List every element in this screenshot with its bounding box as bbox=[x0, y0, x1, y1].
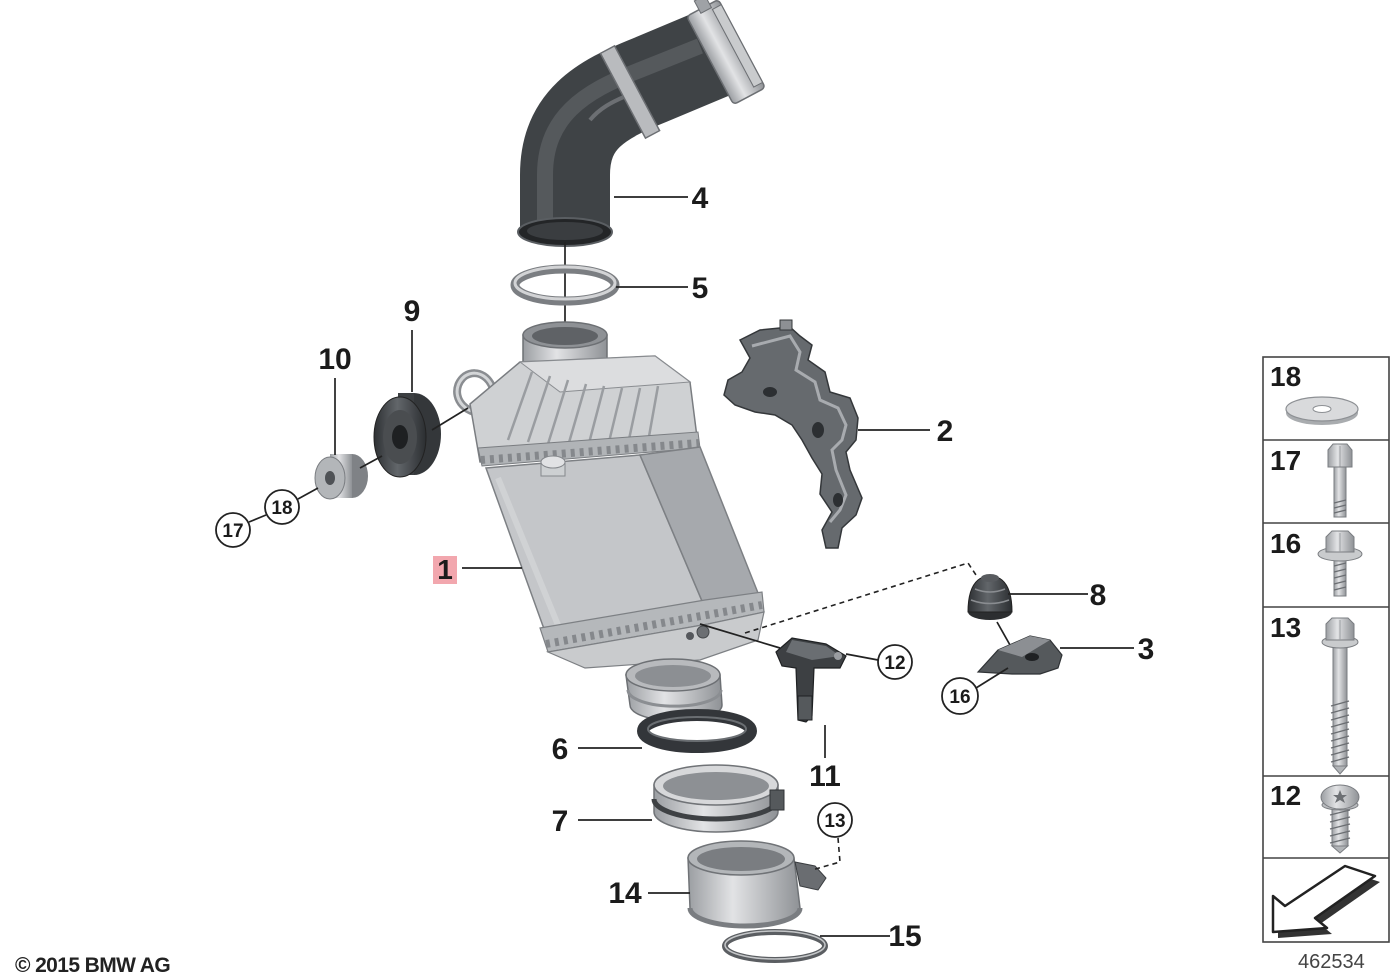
callout-15[interactable]: 15 bbox=[888, 920, 921, 953]
leader-line-16 bbox=[975, 667, 1009, 689]
dashed-assembly-line-screw bbox=[811, 837, 841, 871]
callout-10[interactable]: 10 bbox=[318, 343, 351, 376]
part-intake-hose bbox=[517, 0, 765, 247]
legend-item-12[interactable]: 12 bbox=[1270, 780, 1360, 854]
legend-label-16: 16 bbox=[1270, 528, 1301, 559]
dashed-assembly-line-cap bbox=[744, 562, 979, 634]
part-charge-air-cooler bbox=[453, 321, 765, 722]
part-grommet bbox=[373, 393, 441, 478]
view-direction-arrow-icon bbox=[1271, 864, 1380, 938]
callout-17-label: 17 bbox=[222, 521, 243, 542]
legend-label-12: 12 bbox=[1270, 780, 1301, 811]
callout-14[interactable]: 14 bbox=[608, 877, 642, 910]
diagram-number: 462534 bbox=[1298, 951, 1365, 973]
callout-8[interactable]: 8 bbox=[1090, 579, 1107, 612]
legend-frame bbox=[1262, 356, 1390, 943]
part-bushing bbox=[314, 454, 368, 500]
callout-12-label: 12 bbox=[884, 653, 905, 674]
assembly-line-bolt bbox=[248, 514, 267, 523]
part-o-ring bbox=[722, 929, 828, 963]
callout-7[interactable]: 7 bbox=[552, 805, 569, 838]
long-screw-icon bbox=[1321, 617, 1359, 775]
assembly-line-grommet bbox=[431, 407, 469, 431]
callout-9[interactable]: 9 bbox=[404, 295, 421, 328]
fastener-legend: 18 17 16 bbox=[1262, 356, 1390, 943]
part-bracket bbox=[723, 319, 863, 549]
legend-label-18: 18 bbox=[1270, 361, 1301, 392]
callout-circle bbox=[941, 677, 979, 715]
part-rubber-cap bbox=[967, 574, 1013, 620]
callout-18-label: 18 bbox=[271, 498, 292, 519]
flange-bolt-icon bbox=[1317, 530, 1363, 597]
assembly-line-sensor bbox=[699, 623, 781, 649]
legend-label-17: 17 bbox=[1270, 445, 1301, 476]
callout-circle bbox=[877, 644, 913, 680]
callout-2[interactable]: 2 bbox=[937, 415, 954, 448]
part-holder bbox=[976, 635, 1063, 675]
part-clamp bbox=[651, 764, 785, 833]
callout-16-label: 16 bbox=[949, 687, 970, 708]
callout-circle bbox=[215, 512, 251, 548]
washer-icon bbox=[1285, 396, 1359, 425]
callout-12[interactable]: 12 bbox=[877, 644, 913, 680]
callout-17[interactable]: 17 bbox=[215, 512, 251, 548]
callout-circle bbox=[264, 489, 300, 525]
callout-13[interactable]: 13 bbox=[817, 802, 853, 838]
leader-line-12 bbox=[845, 653, 879, 661]
callout-11[interactable]: 11 bbox=[809, 760, 841, 793]
legend-item-17[interactable]: 17 bbox=[1270, 443, 1353, 518]
callout-4[interactable]: 4 bbox=[692, 182, 709, 215]
callout-highlight bbox=[433, 556, 457, 584]
copyright-notice: © 2015 BMW AG bbox=[15, 954, 170, 977]
legend-label-13: 13 bbox=[1270, 612, 1301, 643]
part-sealing-ring bbox=[637, 709, 757, 753]
callout-5[interactable]: 5 bbox=[692, 272, 709, 305]
legend-item-18[interactable]: 18 bbox=[1270, 361, 1359, 425]
hex-bolt-icon bbox=[1327, 443, 1353, 518]
callout-3[interactable]: 3 bbox=[1138, 633, 1155, 666]
callout-circle bbox=[817, 802, 853, 838]
callout-18[interactable]: 18 bbox=[264, 489, 300, 525]
assembly-line-washer bbox=[297, 487, 319, 500]
callout-13-label: 13 bbox=[824, 811, 845, 832]
legend-item-13[interactable]: 13 bbox=[1270, 612, 1359, 775]
callout-1[interactable]: 1 bbox=[437, 554, 453, 585]
part-hose-clamp-ring bbox=[510, 264, 620, 306]
part-pressure-sensor bbox=[775, 637, 847, 723]
round-head-screw-icon bbox=[1320, 784, 1360, 854]
part-pipe-connector bbox=[687, 840, 827, 929]
legend-item-16[interactable]: 16 bbox=[1270, 528, 1363, 597]
assembly-line-cap bbox=[996, 621, 1011, 646]
callout-16[interactable]: 16 bbox=[941, 677, 979, 715]
assembly-line-bushing bbox=[359, 455, 383, 469]
legend-item-view-arrow bbox=[1271, 864, 1380, 938]
callout-6[interactable]: 6 bbox=[552, 733, 569, 766]
